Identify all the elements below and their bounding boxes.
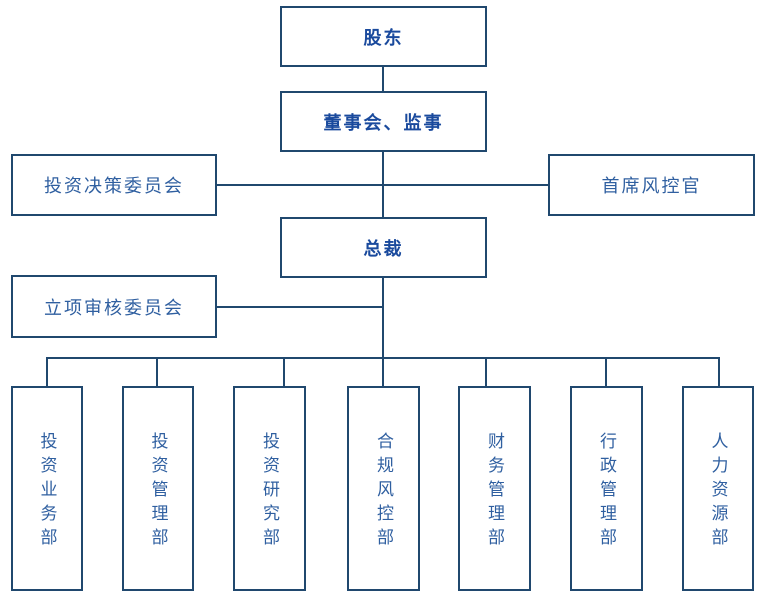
connector-shareholder-board <box>382 67 384 93</box>
org-node-label: 总裁 <box>363 238 404 259</box>
org-node-label: 行政管理部 <box>597 432 616 552</box>
org-node-chief-risk-officer: 首席风控官 <box>548 154 755 216</box>
org-node-label: 合规风控部 <box>374 432 393 552</box>
org-node-board-supervisors: 董事会、监事 <box>280 91 487 152</box>
org-node-label: 投资管理部 <box>148 432 168 552</box>
connector-president-depts <box>382 278 384 386</box>
connector-project-review <box>217 306 384 308</box>
org-node-label: 人力资源部 <box>708 432 728 552</box>
org-node-label: 股东 <box>363 27 404 48</box>
connector-committee-row <box>217 184 548 186</box>
connector-stub-dept-1 <box>46 357 48 386</box>
org-node-label: 财务管理部 <box>485 432 504 552</box>
connector-stub-dept-5 <box>485 357 487 386</box>
org-node-label: 董事会、监事 <box>323 112 444 133</box>
org-node-shareholders: 股东 <box>280 6 487 67</box>
org-node-investment-decision-committee: 投资决策委员会 <box>11 154 217 216</box>
org-node-dept-finance-management: 财务管理部 <box>458 386 531 591</box>
connector-stub-dept-3 <box>283 357 285 386</box>
org-node-label: 投资决策委员会 <box>44 176 184 196</box>
org-node-dept-investment-business: 投资业务部 <box>11 386 83 591</box>
org-node-dept-compliance-risk: 合规风控部 <box>347 386 420 591</box>
org-node-dept-administration: 行政管理部 <box>570 386 643 591</box>
connector-stub-dept-7 <box>718 357 720 386</box>
org-node-dept-investment-research: 投资研究部 <box>233 386 306 591</box>
org-node-project-review-committee: 立项审核委员会 <box>11 275 217 338</box>
org-node-label: 首席风控官 <box>601 176 702 196</box>
connector-stub-dept-6 <box>605 357 607 386</box>
org-node-label: 投资研究部 <box>260 432 279 552</box>
connector-stub-dept-2 <box>156 357 158 386</box>
org-node-president: 总裁 <box>280 217 487 278</box>
org-node-dept-human-resources: 人力资源部 <box>682 386 754 591</box>
org-node-label: 立项审核委员会 <box>44 297 184 318</box>
connector-dept-rail <box>46 357 720 359</box>
org-node-dept-investment-management: 投资管理部 <box>122 386 194 591</box>
org-node-label: 投资业务部 <box>37 432 57 552</box>
